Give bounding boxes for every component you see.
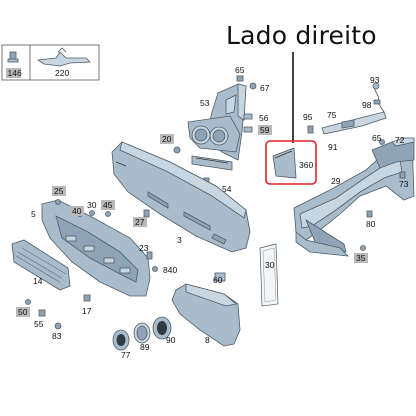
- grille-mesh-part-14[interactable]: [11, 239, 71, 291]
- part-label-25: 25: [54, 186, 64, 196]
- part-label-91: 91: [328, 142, 338, 152]
- inset-box: [1, 44, 100, 81]
- lamp-ring-89[interactable]: [133, 322, 151, 344]
- corner-cover-360[interactable]: [265, 140, 317, 185]
- part-label-5: 5: [31, 209, 36, 219]
- label-bg-45: [101, 200, 115, 210]
- mirror-bracket-assembly[interactable]: [321, 82, 387, 135]
- panel-part-30[interactable]: [259, 243, 279, 307]
- part-label-40: 40: [72, 206, 82, 216]
- clip-95[interactable]: [307, 125, 314, 134]
- part-label-23: 23: [139, 243, 149, 253]
- clip-45[interactable]: [105, 211, 111, 217]
- clip-60[interactable]: [214, 272, 226, 282]
- part-label-17: 17: [82, 306, 92, 316]
- part-label-220: 220: [55, 68, 69, 78]
- clip-73[interactable]: [399, 171, 406, 179]
- clip-27[interactable]: [143, 209, 150, 218]
- part-label-55: 55: [34, 319, 44, 329]
- clip-55[interactable]: [38, 309, 46, 317]
- bumper-part-3[interactable]: [111, 141, 251, 253]
- part-label-8: 8: [205, 335, 210, 345]
- highlight-box: [265, 140, 317, 185]
- clip-56[interactable]: [243, 113, 253, 120]
- clip-80[interactable]: [366, 210, 373, 218]
- part-label-89: 89: [140, 342, 150, 352]
- part-label-53: 53: [200, 98, 210, 108]
- part-label-83: 83: [52, 331, 62, 341]
- part-label-80: 80: [366, 219, 376, 229]
- label-bg-20: [160, 134, 174, 144]
- part-label-45: 45: [103, 200, 113, 210]
- part-label-29: 29: [331, 176, 341, 186]
- clip-part-146[interactable]: [7, 51, 19, 63]
- part-label-75: 75: [327, 110, 337, 120]
- part-label-56: 56: [259, 113, 269, 123]
- clip-20[interactable]: [173, 146, 181, 154]
- label-bg-50: [16, 307, 30, 317]
- fender-arch-part-72[interactable]: [371, 137, 415, 169]
- clip-23[interactable]: [146, 251, 153, 260]
- trim-strip-54[interactable]: [191, 155, 233, 171]
- label-bg-40: [70, 206, 84, 216]
- clip-35[interactable]: [360, 245, 366, 251]
- part-label-50: 50: [18, 307, 28, 317]
- corner-panel-part-8[interactable]: [171, 283, 241, 347]
- clip-25[interactable]: [55, 199, 61, 205]
- clip-65-right[interactable]: [379, 139, 385, 145]
- clip-65-top[interactable]: [236, 75, 244, 82]
- clip-17[interactable]: [83, 294, 91, 302]
- clip-83[interactable]: [54, 322, 62, 330]
- part-label-98: 98: [362, 100, 372, 110]
- label-bg-146: [6, 68, 21, 78]
- bracket-part-220[interactable]: [36, 47, 91, 67]
- part-label-840: 840: [163, 265, 177, 275]
- label-bg-25: [52, 186, 66, 196]
- clip-840[interactable]: [152, 266, 158, 272]
- part-label-90: 90: [166, 335, 176, 345]
- part-label-95: 95: [303, 112, 313, 122]
- diagram-title: Lado direito: [226, 21, 377, 50]
- headlamp-housing-53[interactable]: [187, 83, 247, 161]
- part-label-60: 60: [213, 275, 223, 285]
- clip-59[interactable]: [243, 126, 253, 133]
- part-label-27: 27: [135, 217, 145, 227]
- lamp-ring-77[interactable]: [112, 329, 130, 351]
- part-label-14: 14: [33, 276, 43, 286]
- lamp-ring-90[interactable]: [152, 316, 172, 340]
- part-label-3: 3: [177, 235, 182, 245]
- part-label-65-top: 65: [235, 65, 245, 75]
- part-label-35: 35: [356, 253, 366, 263]
- label-bg-59: [258, 125, 272, 135]
- lower-grille-part-5[interactable]: [41, 199, 151, 297]
- part-label-20: 20: [162, 134, 172, 144]
- part-label-93: 93: [370, 75, 380, 85]
- part-label-360: 360: [299, 160, 313, 170]
- part-label-59: 59: [260, 125, 270, 135]
- part-label-30: 30: [87, 200, 97, 210]
- label-bg-35: [354, 253, 368, 263]
- part-label-67-top: 67: [260, 83, 270, 93]
- part-label-77: 77: [121, 350, 131, 360]
- part-label-146: 146: [8, 68, 22, 78]
- clip-67-top[interactable]: [249, 82, 257, 90]
- part-label-73: 73: [399, 179, 409, 189]
- clip-50[interactable]: [25, 299, 31, 305]
- clip-30[interactable]: [89, 210, 95, 216]
- part-label-65-right: 65: [372, 133, 382, 143]
- label-bg-27: [133, 217, 147, 227]
- part-label-72: 72: [395, 135, 405, 145]
- part-label-30-panel: 30: [265, 260, 275, 270]
- part-label-54: 54: [222, 184, 232, 194]
